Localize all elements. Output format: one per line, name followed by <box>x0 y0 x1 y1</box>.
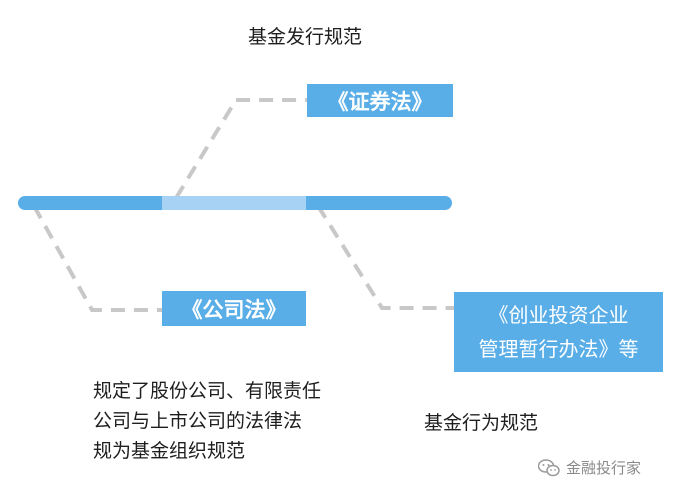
connector-securities <box>174 98 310 200</box>
company-law-label: 《公司法》 <box>181 297 287 322</box>
watermark: 金融投行家 <box>538 457 641 478</box>
venture-rule-label: 《创业投资企业 管理暂行办法》等 <box>478 303 639 361</box>
connector-venture <box>316 204 456 310</box>
diagram-title: 基金发行规范 <box>248 26 363 48</box>
securities-law-box: 《证券法》 <box>307 84 453 117</box>
company-law-box: 《公司法》 <box>162 291 306 326</box>
connector-company <box>32 205 162 312</box>
watermark-text: 金融投行家 <box>566 459 642 477</box>
bar-segment-right <box>306 196 452 210</box>
bar-segment-left <box>18 196 162 210</box>
company-law-note: 规定了股份公司、有限责任 公司与上市公司的法律法 规为基金组织规范 <box>93 380 322 462</box>
behavior-label: 基金行为规范 <box>424 412 539 434</box>
wechat-icon <box>538 458 560 476</box>
securities-law-label: 《证券法》 <box>327 89 433 114</box>
main-bar <box>18 196 452 210</box>
bar-segment-middle <box>162 196 306 210</box>
venture-rule-box: 《创业投资企业 管理暂行办法》等 <box>454 292 663 372</box>
